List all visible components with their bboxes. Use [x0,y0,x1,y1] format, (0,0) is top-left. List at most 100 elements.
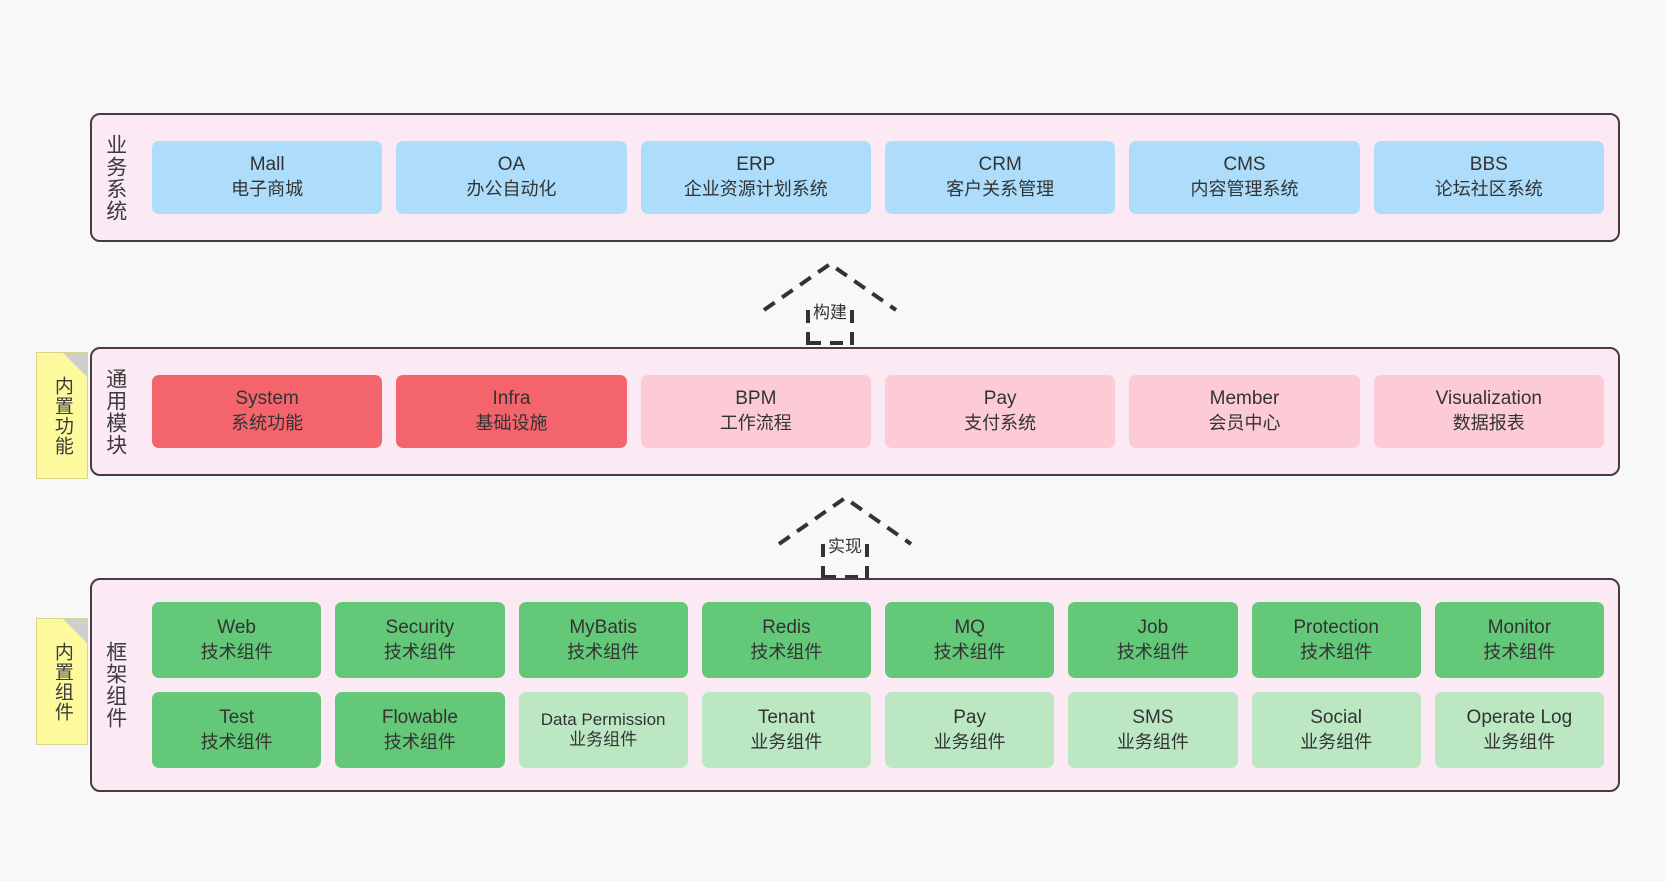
module-subtitle: 业务组件 [1116,731,1189,752]
module-box-protection[interactable]: Protection 技术组件 [1251,602,1421,678]
module-box-test[interactable]: Test 技术组件 [152,692,322,768]
module-name: Member [1209,388,1280,410]
module-subtitle: 论坛社区系统 [1434,179,1543,200]
module-subtitle: 技术组件 [200,641,273,662]
module-box-cms[interactable]: CMS 内容管理系统 [1129,141,1360,214]
layer-title-common-modules: 通用模块 [103,367,127,456]
connector-build: 构建 [760,260,900,345]
layer-row: System 系统功能 Infra 基础设施 BPM 工作流程 Pay 支付系统… [152,375,1604,448]
connector-shaft [806,310,854,345]
module-name: Pay [983,388,1017,410]
sticky-note-label: 内置组件 [51,641,73,722]
connector-label-build: 构建 [811,298,849,323]
module-box-pay[interactable]: Pay 支付系统 [884,375,1116,448]
module-subtitle: 工作流程 [719,413,792,434]
module-name: BPM [735,388,777,410]
module-name: Visualization [1435,388,1542,410]
module-box-social[interactable]: Social 业务组件 [1251,692,1421,768]
module-name: BBS [1469,154,1508,176]
module-box-web[interactable]: Web 技术组件 [152,602,322,678]
module-box-operate-log[interactable]: Operate Log 业务组件 [1434,692,1604,768]
module-box-mq[interactable]: MQ 技术组件 [885,602,1055,678]
module-subtitle: 技术组件 [383,731,456,752]
module-subtitle: 业务组件 [1300,731,1373,752]
module-subtitle: 系统功能 [231,413,304,434]
module-box-monitor[interactable]: Monitor 技术组件 [1434,602,1604,678]
module-box-security[interactable]: Security 技术组件 [335,602,505,678]
module-box-member[interactable]: Member 会员中心 [1129,375,1360,448]
module-name: Security [385,616,455,638]
layer-common-modules[interactable]: 通用模块 System 系统功能 Infra 基础设施 BPM 工作流程 Pay… [90,347,1620,476]
module-name: Social [1310,706,1362,728]
module-name: Protection [1293,616,1379,638]
module-subtitle: 数据报表 [1452,413,1525,434]
layer-row: Mall 电子商城 OA 办公自动化 ERP 企业资源计划系统 CRM 客户关系… [152,141,1604,214]
module-box-mybatis[interactable]: MyBatis 技术组件 [518,602,688,678]
module-name: Mall [249,154,285,176]
module-subtitle: 支付系统 [964,413,1037,434]
module-name: ERP [736,154,776,176]
module-box-tenant[interactable]: Tenant 业务组件 [701,692,871,768]
module-box-redis[interactable]: Redis 技术组件 [701,602,871,678]
module-box-oa[interactable]: OA 办公自动化 [396,141,627,214]
module-subtitle: 业务组件 [1483,731,1556,752]
module-name: SMS [1132,706,1174,728]
module-box-erp[interactable]: ERP 企业资源计划系统 [640,141,871,214]
module-name: Job [1137,616,1169,638]
module-name: Test [219,706,255,728]
module-subtitle: 技术组件 [567,641,640,662]
layer-body-common-modules: System 系统功能 Infra 基础设施 BPM 工作流程 Pay 支付系统… [138,349,1618,474]
module-box-system[interactable]: System 系统功能 [152,375,383,448]
sticky-note-label: 内置功能 [51,375,73,456]
module-name: Redis [762,616,811,638]
module-subtitle: 技术组件 [1116,641,1189,662]
module-subtitle: 会员中心 [1208,413,1281,434]
module-subtitle: 客户关系管理 [946,179,1055,200]
module-box-mall[interactable]: Mall 电子商城 [152,141,383,214]
sticky-note-builtin-features[interactable]: 内置功能 [36,352,88,479]
module-name: MyBatis [569,616,637,638]
module-name: System [235,388,299,410]
module-box-sms[interactable]: SMS 业务组件 [1068,692,1238,768]
module-box-job[interactable]: Job 技术组件 [1068,602,1238,678]
module-subtitle: 业务组件 [569,730,638,749]
module-box-bpm[interactable]: BPM 工作流程 [640,375,871,448]
module-subtitle: 基础设施 [475,413,548,434]
module-name: Data Permission [540,709,666,729]
layer-body-business-system: Mall 电子商城 OA 办公自动化 ERP 企业资源计划系统 CRM 客户关系… [138,115,1618,240]
connector-shaft [821,544,869,579]
module-subtitle: 技术组件 [933,641,1006,662]
module-box-data-permission[interactable]: Data Permission 业务组件 [518,692,688,768]
module-name: Tenant [757,706,815,728]
layer-framework-components[interactable]: 框架组件 Web 技术组件 Security 技术组件 MyBatis 技术组件… [90,578,1620,792]
module-name: Web [217,616,256,638]
module-subtitle: 办公自动化 [466,179,557,200]
module-subtitle: 电子商城 [231,179,304,200]
module-box-crm[interactable]: CRM 客户关系管理 [884,141,1116,214]
module-subtitle: 技术组件 [750,641,823,662]
connector-implement: 实现 [775,494,915,579]
module-name: Pay [953,706,986,728]
module-name: OA [497,154,526,176]
module-box-infra[interactable]: Infra 基础设施 [396,375,627,448]
layer-row: Web 技术组件 Security 技术组件 MyBatis 技术组件 Redi… [152,602,1604,678]
layer-title-business-system: 业务系统 [103,133,127,222]
module-subtitle: 技术组件 [1483,641,1556,662]
generalization-arrowhead-icon [762,261,898,312]
connector-label-implement: 实现 [826,532,864,557]
sticky-note-builtin-components[interactable]: 内置组件 [36,618,88,745]
module-subtitle: 技术组件 [200,731,273,752]
module-box-visualization[interactable]: Visualization 数据报表 [1373,375,1604,448]
module-name: Operate Log [1466,706,1573,728]
module-box-pay-business[interactable]: Pay 业务组件 [885,692,1055,768]
module-subtitle: 内容管理系统 [1190,179,1299,200]
module-name: CMS [1223,154,1266,176]
module-name: Infra [492,388,531,410]
module-box-bbs[interactable]: BBS 论坛社区系统 [1373,141,1604,214]
module-box-flowable[interactable]: Flowable 技术组件 [335,692,505,768]
layer-business-system[interactable]: 业务系统 Mall 电子商城 OA 办公自动化 ERP 企业资源计划系统 CRM… [90,113,1620,242]
sticky-fold-icon [63,353,87,377]
module-subtitle: 业务组件 [933,731,1006,752]
module-subtitle: 技术组件 [383,641,456,662]
module-name: CRM [978,154,1022,176]
